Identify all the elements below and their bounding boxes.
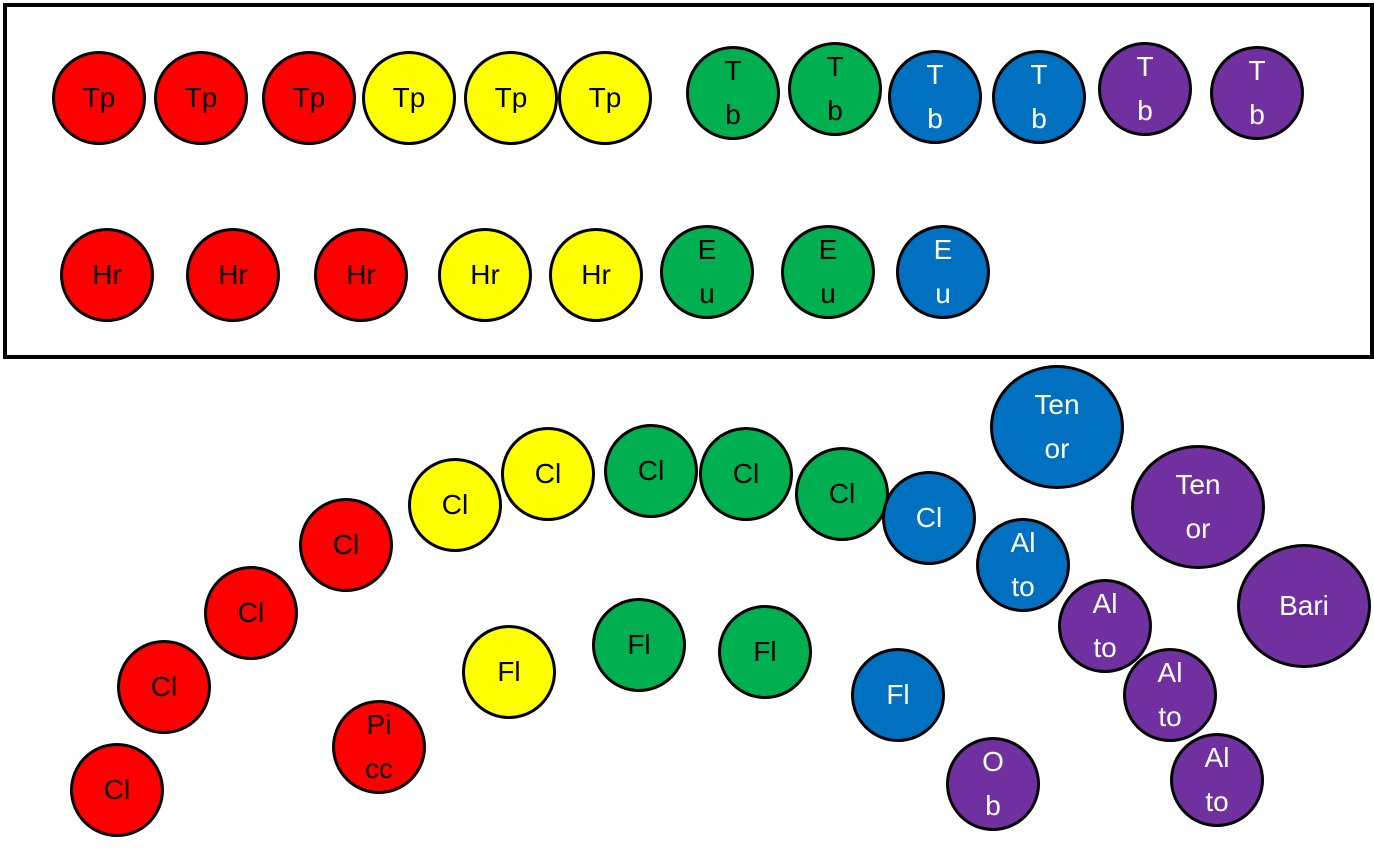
horn-seat-4: Hr [438,228,532,322]
trumpet-seat-2: Tp [154,51,248,145]
seat-label: E u [697,234,717,309]
clarinet-seat-8: Cl [699,427,793,521]
brass-section-box [3,3,1374,359]
saxophone-seat-6: Al to [1123,648,1217,742]
trombone-seat-2: T b [788,42,882,136]
horn-seat-2: Hr [186,228,280,322]
trumpet-seat-5: Tp [464,51,558,145]
horn-seat-1: Hr [60,228,154,322]
seat-label: O b [982,746,1004,821]
seat-label: Tp [82,82,116,113]
trumpet-seat-6: Tp [558,51,652,145]
flute-seat-2: Fl [462,625,556,719]
seat-label: Hr [218,259,248,290]
seat-label: T b [926,59,944,134]
seat-label: Fl [753,636,777,667]
clarinet-seat-10: Cl [882,471,976,565]
seat-label: Tp [588,82,622,113]
seat-label: Cl [441,489,469,520]
seat-label: Cl [828,478,856,509]
flute-seat-4: Fl [718,605,812,699]
trombone-seat-3: T b [888,50,982,144]
seat-label: Hr [92,259,122,290]
flute-seat-5: Fl [851,648,945,742]
saxophone-seat-7: Al to [1170,733,1264,827]
seat-label: Fl [886,679,910,710]
seat-label: Tp [292,82,326,113]
trombone-seat-5: T b [1098,42,1192,136]
seat-label: Ten or [1175,469,1221,544]
seat-label: Cl [332,529,360,560]
seat-label: Fl [497,656,521,687]
clarinet-seat-7: Cl [604,424,698,518]
flute-seat-3: Fl [592,598,686,692]
seat-label: Tp [392,82,426,113]
seat-label: Hr [581,259,611,290]
clarinet-seat-9: Cl [795,447,889,541]
seat-label: Al to [1204,742,1230,817]
clarinet-seat-1: Cl [70,743,164,837]
seat-label: T b [1136,51,1154,126]
seat-label: T b [1248,55,1266,130]
seat-label: Cl [732,458,760,489]
saxophone-seat-5: Al to [1058,579,1152,673]
seat-label: Cl [915,502,943,533]
trumpet-seat-1: Tp [52,51,146,145]
horn-seat-5: Hr [549,228,643,322]
trombone-seat-4: T b [992,50,1086,144]
seat-label: E u [818,234,838,309]
horn-seat-3: Hr [314,228,408,322]
saxophone-seat-3: Bari [1237,544,1371,668]
seat-label: Tp [184,82,218,113]
seat-label: Hr [470,259,500,290]
euphonium-seat-2: E u [781,225,875,319]
seat-label: Al to [1157,657,1183,732]
trumpet-seat-3: Tp [262,51,356,145]
clarinet-seat-4: Cl [299,498,393,592]
seat-label: Cl [150,671,178,702]
seat-label: T b [826,51,844,126]
seat-label: Hr [346,259,376,290]
seat-label: Cl [637,455,665,486]
seat-label: Fl [627,629,651,660]
euphonium-seat-1: E u [660,225,754,319]
seat-label: Cl [534,458,562,489]
seat-label: Cl [103,774,131,805]
clarinet-seat-2: Cl [117,640,211,734]
flute-seat-6: O b [946,737,1040,831]
saxophone-seat-2: Ten or [1131,445,1265,569]
trombone-seat-6: T b [1210,46,1304,140]
seat-label: T b [724,55,742,130]
seat-label: Bari [1279,590,1329,621]
seat-label: Ten or [1034,389,1080,464]
trombone-seat-1: T b [686,46,780,140]
seat-label: E u [933,234,953,309]
clarinet-seat-3: Cl [204,566,298,660]
seat-label: Al to [1092,588,1118,663]
saxophone-seat-1: Ten or [990,365,1124,489]
clarinet-seat-6: Cl [501,427,595,521]
euphonium-seat-3: E u [896,225,990,319]
seat-label: Al to [1010,527,1036,602]
seat-label: Pi cc [365,709,393,784]
flute-seat-1: Pi cc [332,700,426,794]
trumpet-seat-4: Tp [362,51,456,145]
clarinet-seat-5: Cl [408,458,502,552]
seat-label: T b [1030,59,1048,134]
seat-label: Tp [494,82,528,113]
seat-label: Cl [237,597,265,628]
saxophone-seat-4: Al to [976,518,1070,612]
